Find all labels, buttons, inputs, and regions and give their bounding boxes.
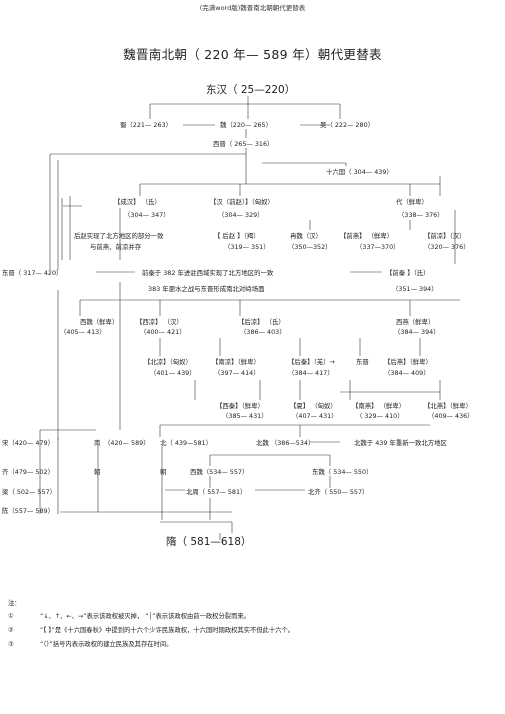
node-dai: 代（鲜卑） (396, 198, 428, 206)
note-3: “（）”括号内表示政权的建立民族及其存在时间。 (40, 641, 173, 648)
node-sixteen-kingdoms: 十六国（ 304— 439） (326, 168, 393, 176)
note-3-mark: ③ (8, 641, 14, 648)
node-qianliang-years: （320— 376） (424, 243, 470, 251)
page-title: 魏晋南北朝（ 220 年— 589 年）朝代更替表 (123, 47, 382, 62)
node-houzhao: 【 后赵 】（羯） (214, 232, 260, 240)
notes-label: 注： (8, 600, 21, 607)
node-ranwei: 冉魏（汉） (290, 232, 322, 240)
note-2: “【 】”是《十六国春秋》中提到的十六个少许民族政权，十六国时期政权其实不但此十… (40, 627, 295, 634)
node-chenghan-years: （304— 347） (124, 211, 170, 219)
note-2-mark: ② (8, 627, 14, 634)
node-nanyan: 【南燕】 （鲜卑） (352, 402, 406, 410)
node-xia: 【夏】 （匈奴） (290, 402, 337, 410)
node-bei: 北（ 439—581） (160, 439, 212, 447)
note-1: “↓、↑、←、→”表示该政权被灭掉， “│”表示该政权由前一政权分裂而来。 (40, 613, 250, 620)
node-houyan: 【后燕】（鲜卑） (384, 358, 432, 366)
node-shu: 蜀（221— 263） (120, 121, 172, 129)
node-donghan: 东汉（ 25—220） (206, 84, 296, 96)
node-nanliang: 【南凉】（鲜卑） (212, 358, 260, 366)
node-qianqin-years: （351— 394） (392, 285, 438, 293)
label-chao-south: 朝 (94, 468, 101, 476)
node-beiliang: 【北凉】（匈奴） (144, 358, 192, 366)
node-hanqianzhao-years: （304— 329） (218, 211, 264, 219)
node-wei: 魏（220— 265） (220, 121, 272, 129)
node-qianqin: 【前秦 】（氐） (386, 269, 430, 277)
document-header: (完满word版)魏晋南北朝朝代更替表 (199, 4, 306, 12)
node-beiliang-years: （401— 439） (150, 369, 196, 377)
node-houqin: 【后秦】（羌）→ (288, 358, 335, 366)
note-1-mark: ① (8, 613, 14, 620)
node-beiqi: 北齐（ 550— 557） (308, 488, 369, 496)
node-xiwei: 西魏（534— 557） (190, 468, 249, 476)
houzhao-note-1: 后赵实现了北方地区的部分一致 (74, 232, 164, 240)
node-qianyan-years: （337—370） (356, 243, 400, 251)
node-nanyan-years: （ 329— 410） (356, 412, 404, 420)
feishui-note: 383 年淝水之战与东晋形成南北对峙场面 (148, 285, 265, 293)
node-wu: 吴（ 222— 280） (320, 121, 375, 129)
node-xiqin: 【西秦】（鲜卑） (216, 402, 264, 410)
label-nan: 南 (94, 439, 101, 447)
node-xiyan2: 西燕（鲜卑） (396, 318, 435, 326)
node-chen: 陈（557— 589） (2, 507, 54, 515)
node-xiyan: 西魏（鲜卑） (80, 318, 119, 326)
node-ranwei-years: （350—352） (288, 243, 332, 251)
node-sui: 隋（ 581—618） (166, 536, 252, 548)
node-beiyan-years: （409— 436） (428, 412, 474, 420)
node-houqin-years: （384— 417） (288, 369, 334, 377)
node-chenghan: 【成汉】 （氐） (114, 198, 161, 206)
node-dongjin: 东晋（ 317— 420） (2, 269, 63, 277)
node-xiyan-years: （405— 413） (60, 328, 106, 336)
node-qianliang: 【前凉】（汉） (424, 232, 466, 240)
node-xiliang: 【西凉】 （汉） (136, 318, 183, 326)
node-beiwei: 北魏 （386—534） (256, 439, 315, 447)
node-houyan-years: （384— 409） (384, 369, 430, 377)
node-song: 宋（420— 479） (2, 439, 54, 447)
houzhao-note-2: 与前燕、前凉并存 (90, 243, 142, 251)
node-dongjin-2: 东晋 (356, 358, 369, 366)
node-xiyan2-years: （384— 394） (394, 328, 440, 336)
node-xiliang-years: （400— 421） (140, 328, 186, 336)
node-xia-years: （407— 431） (292, 412, 338, 420)
node-dongwei: 东魏（ 534— 550） (312, 468, 373, 476)
node-qi: 齐（479— 502） (2, 468, 54, 476)
node-hanqianzhao: 【汉（前赵）】（匈奴） (210, 198, 274, 206)
node-liang: 梁（ 502— 557） (2, 488, 57, 496)
node-beiyan: 【北燕】（鲜卑） (424, 402, 472, 410)
label-nanchao-range: （420— 589） (104, 439, 150, 447)
node-nanliang-years: （397— 414） (214, 369, 260, 377)
node-houliang: 【后凉】 （氐） (238, 318, 285, 326)
node-dai-years: （338— 376） (398, 211, 444, 219)
label-chao-north: 朝 (160, 468, 167, 476)
node-beizhou: 北周（ 557— 581） (186, 488, 247, 496)
node-xiqin-years: （385— 431） (222, 412, 268, 420)
node-houliang-years: （386— 403） (240, 328, 286, 336)
node-houzhao-years: （319— 351） (224, 243, 270, 251)
node-qianyan: 【前燕】 （鲜卑） (340, 232, 394, 240)
node-xijin: 西晋（ 265— 316） (213, 140, 274, 148)
beiwei-note: 北魏于 439 年重新一致北方地区 (354, 439, 447, 447)
qianqin-note: 前秦于 382 年进驻西域实现了北方地区的一致 (142, 269, 274, 277)
